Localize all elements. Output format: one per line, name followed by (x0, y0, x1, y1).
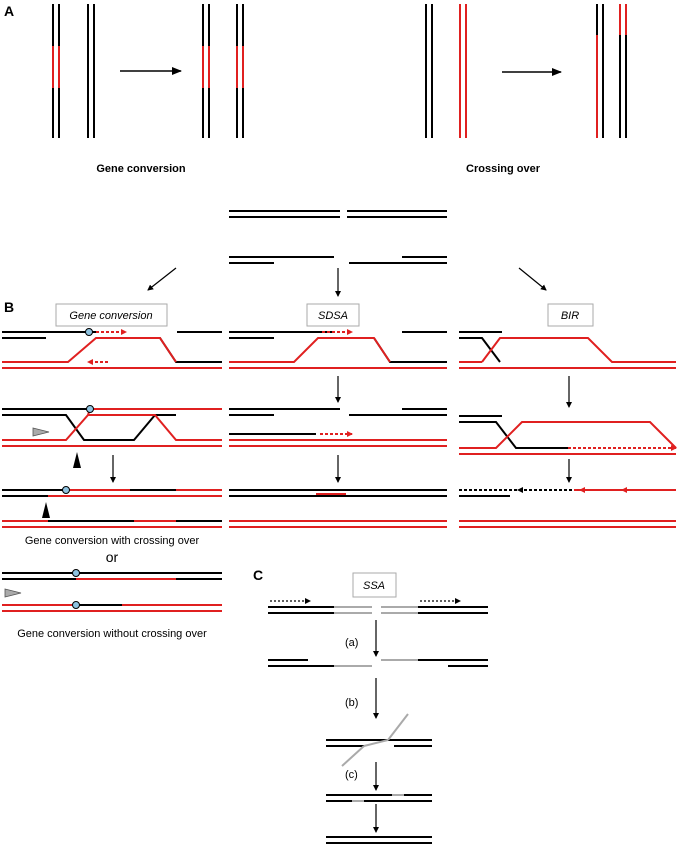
ssa-step-b: (b) (345, 697, 358, 709)
caption-gene-conversion: Gene conversion (96, 163, 186, 175)
caption-with-crossing: Gene conversion with crossing over (25, 535, 200, 547)
label-bir: BIR (547, 303, 594, 327)
svg-text:SDSA: SDSA (318, 310, 348, 322)
sdsa-step1 (229, 329, 447, 369)
gc-step1 (2, 328, 222, 369)
ssa-step-a: (a) (345, 637, 358, 649)
panel-letter-a: A (4, 3, 14, 19)
bir-step2 (459, 415, 677, 455)
label-ssa: SSA (352, 572, 397, 598)
arrow-to-gene-conversion (147, 267, 177, 291)
panel-letter-c: C (253, 567, 263, 583)
ssa-step2 (326, 713, 432, 767)
gray-arrowhead-2 (4, 588, 22, 598)
ssa-step1 (268, 659, 488, 667)
double-strand-break (229, 210, 447, 264)
svg-text:Gene conversion: Gene conversion (69, 310, 152, 322)
caption-crossing-over: Crossing over (466, 163, 541, 175)
ssa-step-c: (c) (345, 769, 358, 781)
ssa-step3 (326, 794, 432, 802)
svg-text:SSA: SSA (363, 580, 385, 592)
label-gene-conversion: Gene conversion (55, 303, 168, 327)
gc-step1-dot (85, 328, 93, 336)
panel-a-crossing-over (425, 4, 627, 138)
sdsa-step2 (229, 408, 447, 447)
caption-without-crossing: Gene conversion without crossing over (17, 628, 207, 640)
arrow-to-bir (518, 267, 547, 291)
black-arrowhead-2 (42, 502, 50, 518)
panel-letter-b: B (4, 299, 14, 315)
gc-step3 (2, 486, 222, 528)
ssa-step4 (326, 836, 432, 844)
bir-step1 (459, 331, 676, 369)
black-arrowhead-1 (73, 452, 81, 468)
ssa-step0 (268, 606, 488, 614)
gc-step2 (2, 405, 222, 447)
label-sdsa: SDSA (306, 303, 360, 327)
gray-arrowhead-1 (32, 427, 50, 437)
panel-a-gene-conversion (52, 4, 244, 138)
bir-step3 (459, 489, 676, 528)
sdsa-step3 (229, 489, 447, 528)
caption-or: or (106, 549, 119, 565)
svg-text:BIR: BIR (561, 310, 579, 322)
gc-no-crossover (2, 569, 222, 612)
